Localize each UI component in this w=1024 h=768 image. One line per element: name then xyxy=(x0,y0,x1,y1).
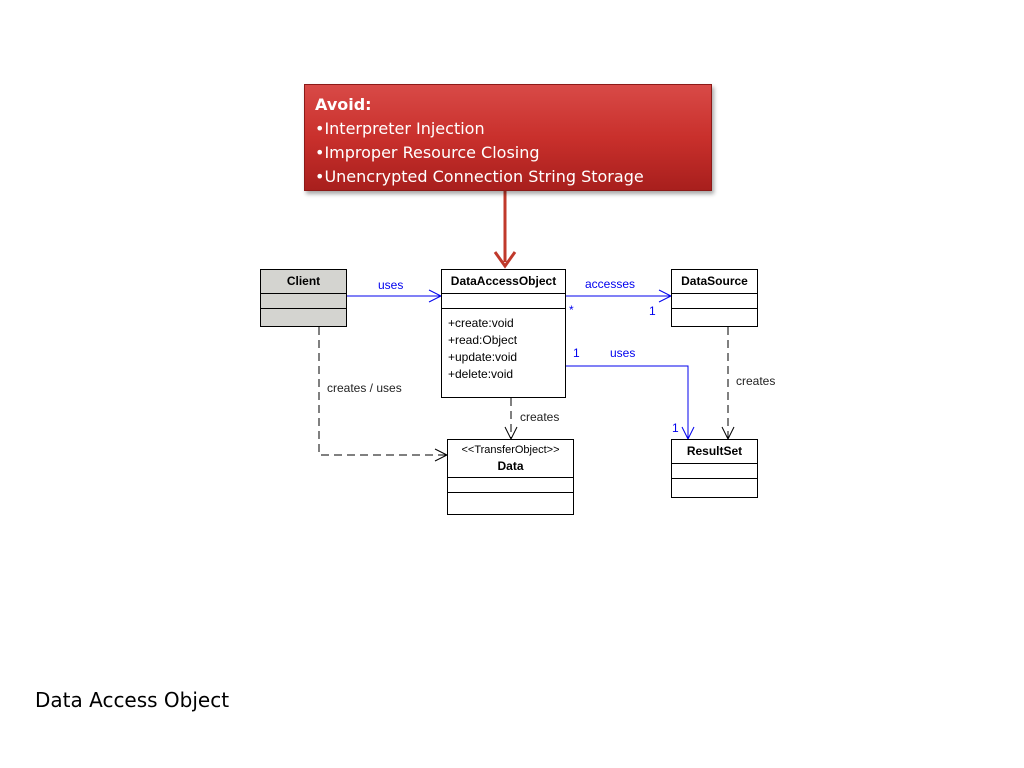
datasource-creates-resultset-arrow xyxy=(721,327,735,441)
avoid-callout: Avoid: Interpreter Injection Improper Re… xyxy=(304,84,712,191)
label-client-creates-uses: creates / uses xyxy=(327,381,402,395)
multiplicity-dao-datasource-target: 1 xyxy=(649,304,656,318)
class-name-text: Data xyxy=(497,459,524,473)
class-attributes xyxy=(448,478,573,493)
operation: +create:void xyxy=(448,316,514,330)
class-operations xyxy=(672,479,757,493)
class-data[interactable]: <<TransferObject>> Data xyxy=(447,439,574,515)
slide-title: Data Access Object xyxy=(35,688,230,712)
multiplicity-dao-resultset-target: 1 xyxy=(672,421,679,435)
callout-title: Avoid: xyxy=(315,95,372,114)
label-accesses: accesses xyxy=(585,277,636,291)
operation: +update:void xyxy=(448,350,518,364)
multiplicity-dao-resultset-source: 1 xyxy=(573,346,580,360)
class-stereotype: <<TransferObject>> xyxy=(461,444,560,456)
callout-arrow xyxy=(493,191,517,269)
label-dao-creates: creates xyxy=(520,410,560,424)
class-attributes xyxy=(261,294,346,309)
class-client[interactable]: Client xyxy=(260,269,347,327)
callout-list: Interpreter Injection Improper Resource … xyxy=(315,117,701,189)
class-attributes xyxy=(672,294,757,309)
label-datasource-creates: creates xyxy=(736,374,776,388)
class-operations xyxy=(672,309,757,323)
operation: +read:Object xyxy=(448,333,518,347)
multiplicity-dao-datasource-source: * xyxy=(569,303,574,317)
class-operations xyxy=(448,493,573,507)
class-name: <<TransferObject>> Data xyxy=(448,440,573,478)
class-operations: +create:void +read:Object +update:void +… xyxy=(442,309,565,387)
dao-accesses-datasource-arrow xyxy=(566,289,673,303)
callout-item: Unencrypted Connection String Storage xyxy=(315,165,701,189)
class-result-set[interactable]: ResultSet xyxy=(671,439,758,498)
class-name: DataAccessObject xyxy=(442,270,565,294)
label-client-uses: uses xyxy=(378,278,404,292)
operation: +delete:void xyxy=(448,367,514,381)
class-name: Client xyxy=(261,270,346,294)
label-dao-uses-resultset: uses xyxy=(610,346,636,360)
class-attributes xyxy=(672,464,757,479)
class-data-source[interactable]: DataSource xyxy=(671,269,758,327)
class-name: ResultSet xyxy=(672,440,757,464)
class-operations xyxy=(261,309,346,323)
callout-item: Interpreter Injection xyxy=(315,117,701,141)
class-attributes xyxy=(442,294,565,309)
class-data-access-object[interactable]: DataAccessObject +create:void +read:Obje… xyxy=(441,269,566,398)
callout-item: Improper Resource Closing xyxy=(315,141,701,165)
dao-creates-data-arrow xyxy=(504,398,518,441)
class-name: DataSource xyxy=(672,270,757,294)
